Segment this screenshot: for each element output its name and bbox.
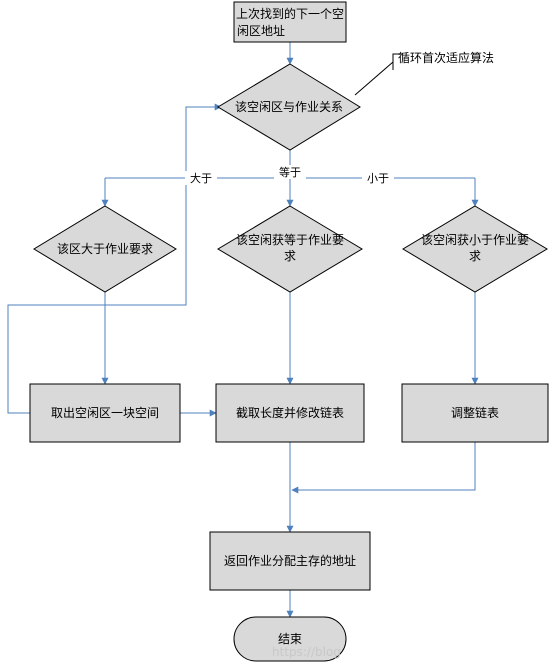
annotation-bracket (392, 53, 403, 70)
decision-less-text-line1: 该空闲获小于作业要 (421, 233, 529, 247)
decision-equal-text-line2: 求 (284, 249, 296, 263)
decision-equal-text-line1: 该空闲获等于作业要 (236, 233, 344, 247)
process-return-box (209, 531, 371, 591)
process-take-text: 取出空闲区一块空间 (51, 406, 159, 420)
edges (7, 42, 479, 618)
edge-left-loop (7, 304, 105, 414)
edge-label-less: 小于 (367, 172, 389, 185)
start-text-line1: 上次找到的下一个空 (236, 6, 344, 21)
decision-greater-text: 该区大于作业要求 (57, 242, 153, 256)
edge-label-equal: 等于 (279, 165, 301, 179)
edge-adjust-to-merge (291, 442, 476, 494)
edge-loop-back (105, 103, 222, 306)
start-box (233, 1, 347, 43)
annotation-connector (354, 61, 394, 96)
start-text-line2: 闲区地址 (237, 24, 285, 38)
process-take-box (29, 383, 181, 443)
edge-label-equal-bg (274, 165, 306, 179)
process-return-text: 返回作业分配主存的地址 (224, 553, 356, 568)
decision-main-diamond (217, 63, 361, 151)
process-adjust-text: 调整链表 (451, 405, 499, 420)
edge-label-greater-bg (185, 171, 217, 185)
end-text: 结束 (278, 632, 302, 646)
decision-less-diamond (402, 205, 548, 293)
decision-greater-diamond (33, 205, 177, 293)
decision-main-text: 该空闲区与作业关系 (235, 100, 343, 114)
process-cut-box (215, 383, 365, 443)
process-adjust-box (401, 383, 549, 443)
end-terminator (233, 616, 347, 662)
edge-label-less-bg (362, 171, 394, 185)
annotation-text: 循环首次适应算法 (398, 50, 494, 65)
edge-label-greater: 大于 (190, 171, 212, 185)
decision-equal-diamond (217, 205, 363, 293)
watermark-text: https://blog (272, 645, 341, 659)
decision-less-text-line2: 求 (469, 249, 481, 263)
process-cut-text: 截取长度并修改链表 (236, 405, 344, 420)
